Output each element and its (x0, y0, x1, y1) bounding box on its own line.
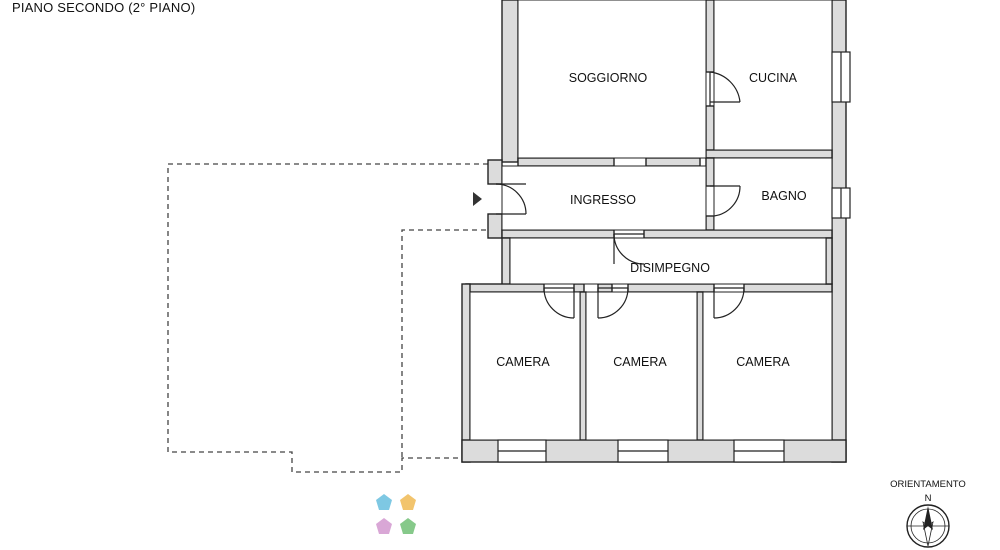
compass: ORIENTAMENTO N (890, 479, 966, 548)
terrace-inner-outline (401, 229, 486, 458)
compass-north: N (925, 493, 932, 504)
doors (495, 71, 745, 319)
logo-icon (376, 494, 416, 534)
room-label-ingresso: INGRESSO (570, 193, 636, 207)
room-interiors (469, 0, 833, 441)
windows (497, 51, 851, 463)
room-label-camera-3: CAMERA (736, 355, 790, 369)
room-label-bagno: BAGNO (761, 189, 806, 203)
room-label-disimpegno: DISIMPEGNO (630, 261, 710, 275)
compass-label: ORIENTAMENTO (890, 479, 966, 490)
room-label-soggiorno: SOGGIORNO (569, 71, 648, 85)
floor-title: PIANO SECONDO (2° PIANO) (12, 0, 195, 15)
room-label-cucina: CUCINA (749, 71, 798, 85)
room-label-camera-2: CAMERA (613, 355, 667, 369)
entrance-arrow-icon (473, 192, 482, 206)
terrace-outline (167, 163, 488, 473)
room-label-camera-1: CAMERA (496, 355, 550, 369)
